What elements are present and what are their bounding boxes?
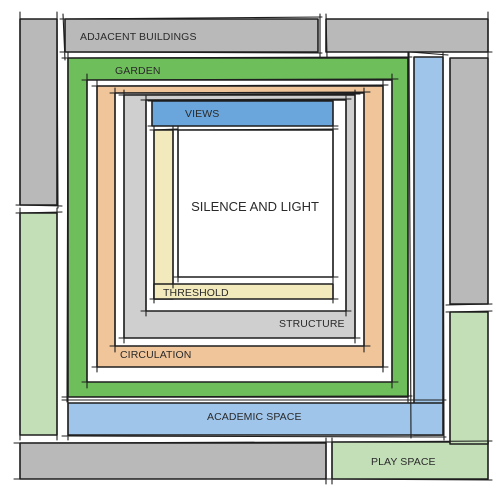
views-band [151, 100, 334, 127]
academic-space-horizontal [67, 402, 444, 436]
adjacent-building-top-left [64, 18, 319, 53]
sketch-overshoot-lines [13, 11, 493, 485]
adjacent-building-right-upper [449, 57, 489, 305]
label-silence-and-light: SILENCE AND LIGHT [191, 199, 319, 214]
adjacent-building-top-right [325, 18, 489, 53]
label-garden: GARDEN [115, 65, 161, 77]
label-threshold: THRESHOLD [163, 287, 229, 299]
threshold-vertical [153, 129, 174, 300]
academic-space-vertical [413, 56, 444, 436]
adjacent-building-bottom [19, 442, 327, 480]
silence-and-light-core [177, 129, 334, 278]
label-structure: STRUCTURE [279, 318, 345, 330]
label-play-space: PLAY SPACE [371, 456, 436, 468]
play-space [331, 441, 489, 480]
label-views: VIEWS [185, 108, 219, 120]
green-space-left [19, 212, 58, 436]
label-adjacent-buildings: ADJACENT BUILDINGS [80, 31, 197, 43]
green-space-right-lower [449, 311, 489, 445]
label-circulation: CIRCULATION [120, 349, 192, 361]
label-academic-space: ACADEMIC SPACE [207, 411, 302, 423]
adjacent-building-left-upper [19, 18, 58, 206]
